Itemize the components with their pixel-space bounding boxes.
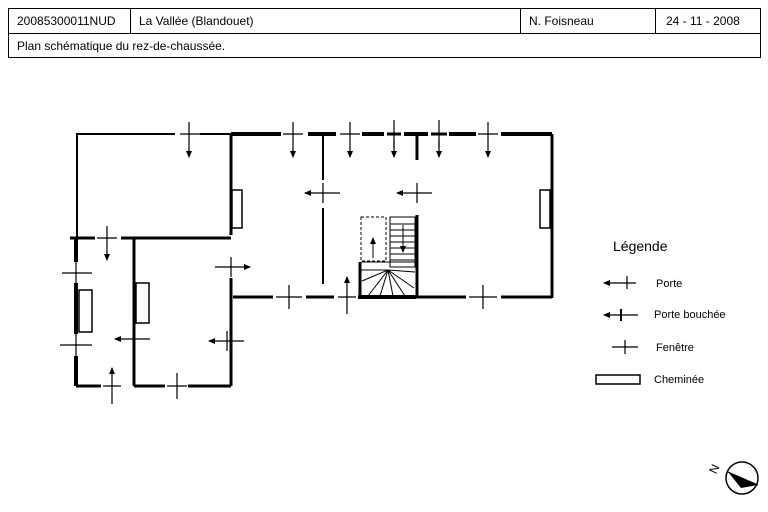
title-block-row: 20085300011NUD La Vallée (Blandouet) N. … (9, 9, 760, 34)
staircase (358, 216, 416, 297)
reference-number: 20085300011NUD (9, 9, 131, 33)
legend-title: Légende (613, 238, 668, 254)
plan-caption: Plan schématique du rez-de-chaussée. (17, 39, 226, 53)
fireplaces (78, 189, 551, 333)
location-name: La Vallée (Blandouet) (131, 9, 521, 33)
windows (60, 262, 497, 399)
window-cross-icon (612, 340, 638, 354)
walls (70, 132, 554, 388)
blocked-doors (387, 120, 447, 158)
survey-date: 24 - 11 - 2008 (666, 14, 740, 28)
fireplace-rect-icon (595, 374, 641, 385)
author-name: N. Foisneau (521, 9, 656, 33)
legend-label-blocked-door: Porte bouchée (654, 309, 726, 321)
legend-label-window: Fenêtre (656, 342, 694, 354)
doors (97, 122, 498, 404)
legend-label-fireplace: Cheminée (654, 374, 705, 386)
legend-label-door: Porte (656, 278, 683, 290)
door-arrow-icon (603, 276, 636, 289)
title-block: 20085300011NUD La Vallée (Blandouet) N. … (8, 8, 761, 58)
north-arrow-icon (725, 461, 759, 495)
blocked-door-icon (603, 309, 638, 321)
